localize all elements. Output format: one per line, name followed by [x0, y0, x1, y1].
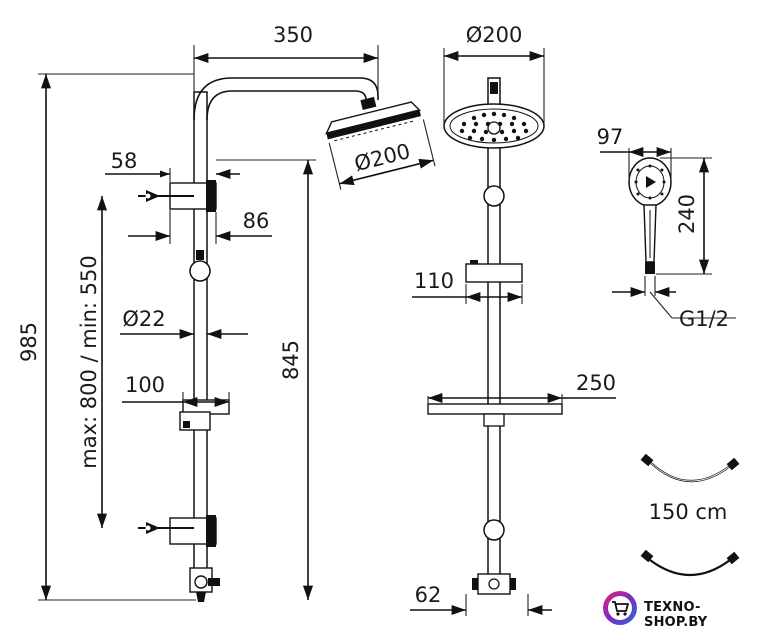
dim-bracket-depth: 86 — [243, 209, 270, 233]
cart-icon — [603, 591, 637, 625]
front-pipe — [487, 77, 501, 591]
dim-hand-width: 97 — [597, 125, 624, 149]
dim-bracket-width: 58 — [111, 149, 138, 173]
dim-soap-holder: 100 — [125, 373, 165, 397]
hose-length-label: 150 cm — [649, 500, 728, 524]
dim-total-height: 985 — [17, 322, 41, 362]
logo-text: TEXNO-SHOP.BY — [644, 600, 708, 630]
dim-top-arm: 350 — [273, 23, 313, 47]
side-pipe — [193, 91, 208, 591]
front-shelf — [427, 403, 563, 415]
dim-head-side: Ø200 — [352, 139, 413, 176]
dim-bottom-offset: 62 — [415, 583, 442, 607]
side-view: 350 Ø200 58 86 Ø22 100 — [17, 23, 436, 602]
front-view: 110 250 62 Ø200 — [410, 23, 616, 616]
diverter-knob — [189, 260, 211, 282]
brand-logo[interactable]: TEXNO-SHOP.BY — [600, 588, 760, 630]
hand-shower-view: 97 240 G1/2 — [597, 125, 736, 331]
dim-connection: G1/2 — [679, 307, 729, 331]
dim-hand-length: 240 — [675, 194, 699, 234]
dim-mixer-width: 110 — [414, 269, 454, 293]
dim-pipe-diameter: Ø22 — [122, 307, 165, 331]
dim-head-front: Ø200 — [466, 23, 523, 47]
side-arm — [193, 77, 379, 121]
hose-view: 150 cm — [640, 453, 740, 577]
dim-pipe-height: 845 — [279, 340, 303, 380]
dim-shelf-width: 250 — [576, 371, 616, 395]
front-hand-holder — [465, 263, 523, 283]
side-shower-head — [325, 96, 421, 142]
dim-bracket-spacing: max: 800 / min: 550 — [77, 255, 101, 468]
